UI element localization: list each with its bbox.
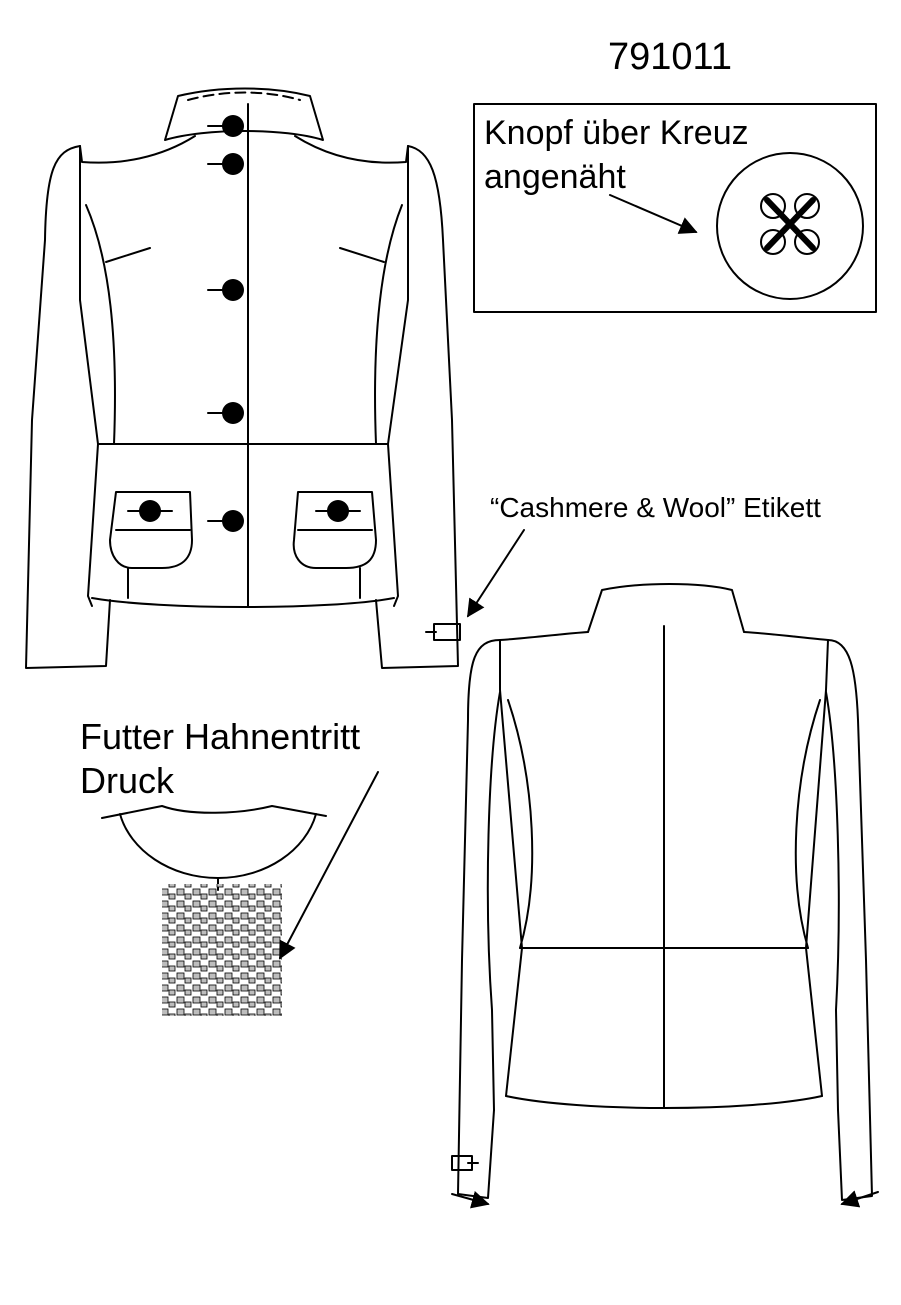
bust-dart-left bbox=[105, 247, 151, 263]
lining-detail bbox=[101, 771, 379, 1016]
front-yoke-left bbox=[79, 135, 196, 164]
button-detail-box bbox=[473, 103, 877, 313]
button-note-line-1: Knopf über Kreuz bbox=[484, 114, 749, 152]
front-princess-seam-right bbox=[374, 204, 403, 445]
label-note: “Cashmere & Wool” Etikett bbox=[490, 492, 821, 523]
front-body-left-side bbox=[79, 145, 99, 607]
button bbox=[222, 510, 244, 532]
collar-topstitch bbox=[187, 91, 301, 101]
back-left-sleeve bbox=[457, 639, 501, 1199]
front-right-sleeve bbox=[375, 145, 459, 669]
button bbox=[222, 279, 244, 301]
button bbox=[222, 115, 244, 137]
front-buttons bbox=[127, 115, 361, 532]
button bbox=[222, 402, 244, 424]
back-sleeve-seam-left bbox=[486, 691, 501, 1111]
pocket-button bbox=[139, 500, 161, 522]
back-body-right-side bbox=[805, 639, 829, 1097]
back-body-left-side bbox=[499, 639, 523, 1097]
front-stand-collar bbox=[164, 87, 324, 141]
button bbox=[222, 153, 244, 175]
front-left-sleeve bbox=[25, 145, 111, 669]
lining-neck-facing bbox=[119, 813, 317, 879]
back-sleeve-seam-right bbox=[825, 691, 840, 1111]
back-shoulder-left bbox=[499, 631, 589, 641]
pocket-flap-right bbox=[292, 491, 377, 569]
label-note-arrow bbox=[467, 529, 525, 618]
jacket-back-view bbox=[451, 583, 879, 1209]
button-note-line-2: angenäht bbox=[484, 158, 626, 196]
back-right-sleeve bbox=[827, 639, 873, 1201]
four-hole-button-x-stitch-icon bbox=[716, 152, 864, 300]
button-note-arrow bbox=[609, 194, 698, 234]
cuff-arrow-right bbox=[840, 1190, 879, 1208]
back-stand-collar bbox=[587, 583, 745, 633]
style-number: 791011 bbox=[608, 36, 732, 78]
front-princess-seam-left bbox=[85, 204, 116, 445]
lining-neckline bbox=[101, 805, 327, 819]
pocket-button bbox=[327, 500, 349, 522]
back-shoulder-right bbox=[743, 631, 829, 641]
front-hem bbox=[91, 597, 395, 608]
cuff-arrow-left bbox=[451, 1190, 490, 1209]
back-princess-seam-left bbox=[507, 699, 534, 949]
pocket-flap-left bbox=[109, 491, 193, 569]
lining-note-line-1: Futter Hahnentritt bbox=[80, 716, 361, 757]
jacket-front-view bbox=[25, 87, 461, 669]
back-princess-seam-right bbox=[794, 699, 821, 949]
houndstooth-swatch bbox=[162, 884, 282, 1016]
bust-dart-right bbox=[339, 247, 385, 263]
lining-note-arrow bbox=[279, 771, 379, 960]
front-yoke-right bbox=[294, 135, 409, 164]
lining-note-line-2: Druck bbox=[80, 760, 175, 801]
